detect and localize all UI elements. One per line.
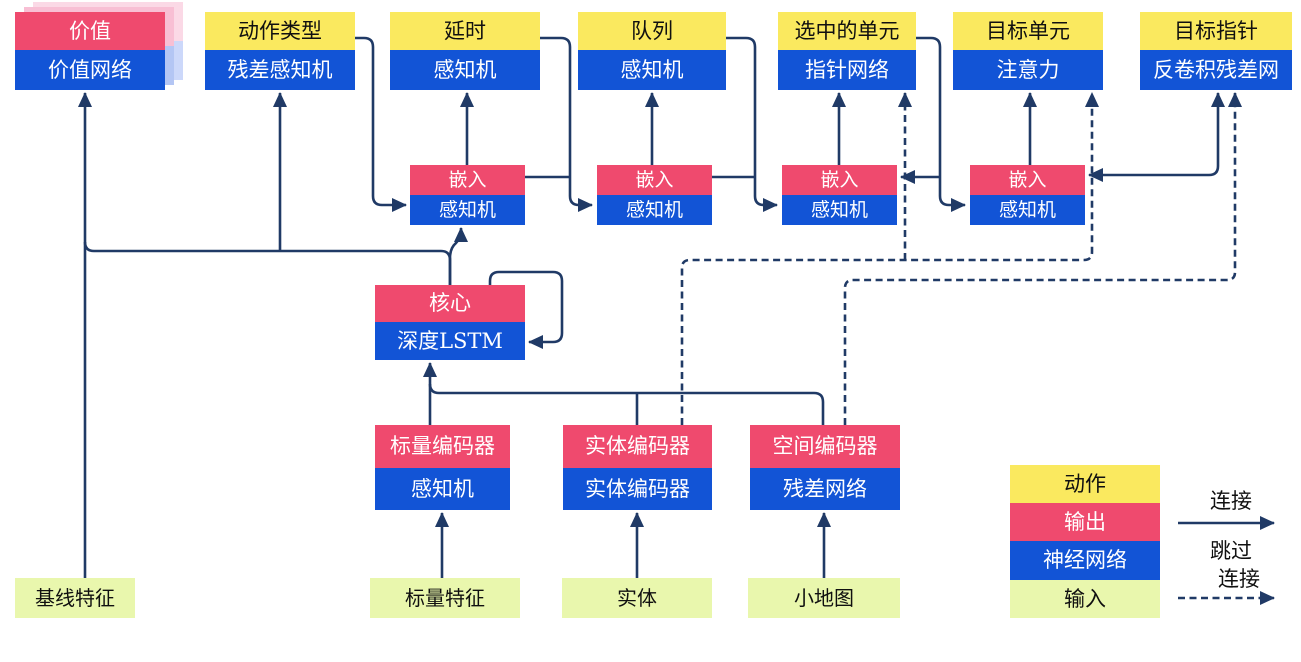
node-entity-encoder: 实体编码器 实体编码器 — [563, 425, 712, 510]
node-queue: 队列 感知机 — [578, 12, 726, 90]
node-selected-units: 选中的单元 指针网络 — [778, 12, 916, 90]
embed-4-network-label: 感知机 — [970, 195, 1085, 225]
legend-skip-label-line2: 连接 — [1218, 567, 1260, 591]
legend-network-label: 神经网络 — [1010, 541, 1160, 580]
node-target-pointer: 目标指针 反卷积残差网 — [1140, 12, 1292, 90]
scalar-encoder-label: 标量编码器 — [375, 425, 510, 468]
conn-core-output-bus — [83, 241, 452, 287]
solid-connectors — [78, 36, 1275, 578]
node-scalar-features: 标量特征 — [370, 578, 520, 618]
embed-1-label: 嵌入 — [410, 165, 525, 195]
entity-encoder-network-label: 实体编码器 — [563, 468, 712, 510]
entity-encoder-label: 实体编码器 — [563, 425, 712, 468]
conn-queue-to-embed3 — [726, 36, 778, 212]
value-output-label: 价值 — [15, 12, 165, 50]
legend-skip-label-line1: 跳过 — [1210, 539, 1252, 563]
node-baseline-features: 基线特征 — [15, 578, 135, 618]
conn-core-self-loop — [488, 270, 564, 349]
scalar-encoder-network-label: 感知机 — [375, 468, 510, 510]
legend-input-label: 输入 — [1010, 580, 1160, 618]
conn-action-type-to-embed1 — [355, 36, 407, 212]
conn-delay-to-embed2 — [540, 36, 593, 212]
node-entities: 实体 — [562, 578, 712, 618]
embed-2-network-label: 感知机 — [597, 195, 712, 225]
node-core: 核心 深度LSTM — [375, 285, 525, 360]
target-pointer-network-label: 反卷积残差网 — [1140, 50, 1292, 90]
conn-spatial-encoder-bus — [428, 383, 825, 425]
conn-embed4-target-pointer — [1088, 92, 1225, 182]
node-embed-4: 嵌入 感知机 — [970, 165, 1085, 225]
embed-1-network-label: 感知机 — [410, 195, 525, 225]
action-type-network-label: 残差感知机 — [205, 50, 355, 90]
value-network-label: 价值网络 — [15, 50, 165, 90]
embed-3-label: 嵌入 — [782, 165, 897, 195]
node-delay: 延时 感知机 — [390, 12, 540, 90]
delay-label: 延时 — [390, 12, 540, 50]
node-minimap: 小地图 — [748, 578, 900, 618]
node-target-unit: 目标单元 注意力 — [953, 12, 1103, 90]
legend-action-label: 动作 — [1010, 465, 1160, 503]
legend-color-key: 动作 输出 神经网络 输入 — [1010, 465, 1160, 618]
selected-units-network-label: 指针网络 — [778, 50, 916, 90]
node-embed-2: 嵌入 感知机 — [597, 165, 712, 225]
embed-2-label: 嵌入 — [597, 165, 712, 195]
conn-core-to-embed1 — [448, 227, 468, 287]
skip-spatial-to-target-pointer — [843, 92, 1242, 425]
node-spatial-encoder: 空间编码器 残差网络 — [750, 425, 900, 510]
spatial-encoder-network-label: 残差网络 — [750, 468, 900, 510]
node-scalar-encoder: 标量编码器 感知机 — [375, 425, 510, 510]
node-value: 价值 价值网络 — [15, 12, 165, 90]
action-type-label: 动作类型 — [205, 12, 355, 50]
selected-units-label: 选中的单元 — [778, 12, 916, 50]
node-embed-3: 嵌入 感知机 — [782, 165, 897, 225]
conn-selected-units-to-embed4 — [916, 36, 966, 212]
core-label: 核心 — [375, 285, 525, 322]
delay-network-label: 感知机 — [390, 50, 540, 90]
node-embed-1: 嵌入 感知机 — [410, 165, 525, 225]
target-unit-network-label: 注意力 — [953, 50, 1103, 90]
queue-network-label: 感知机 — [578, 50, 726, 90]
node-action-type: 动作类型 残差感知机 — [205, 12, 355, 90]
core-network-label: 深度LSTM — [375, 322, 525, 360]
skip-connectors — [680, 92, 1275, 605]
target-pointer-label: 目标指针 — [1140, 12, 1292, 50]
queue-label: 队列 — [578, 12, 726, 50]
legend-output-label: 输出 — [1010, 503, 1160, 541]
target-unit-label: 目标单元 — [953, 12, 1103, 50]
embed-4-label: 嵌入 — [970, 165, 1085, 195]
spatial-encoder-label: 空间编码器 — [750, 425, 900, 468]
legend-connection-label: 连接 — [1210, 489, 1252, 513]
embed-3-network-label: 感知机 — [782, 195, 897, 225]
